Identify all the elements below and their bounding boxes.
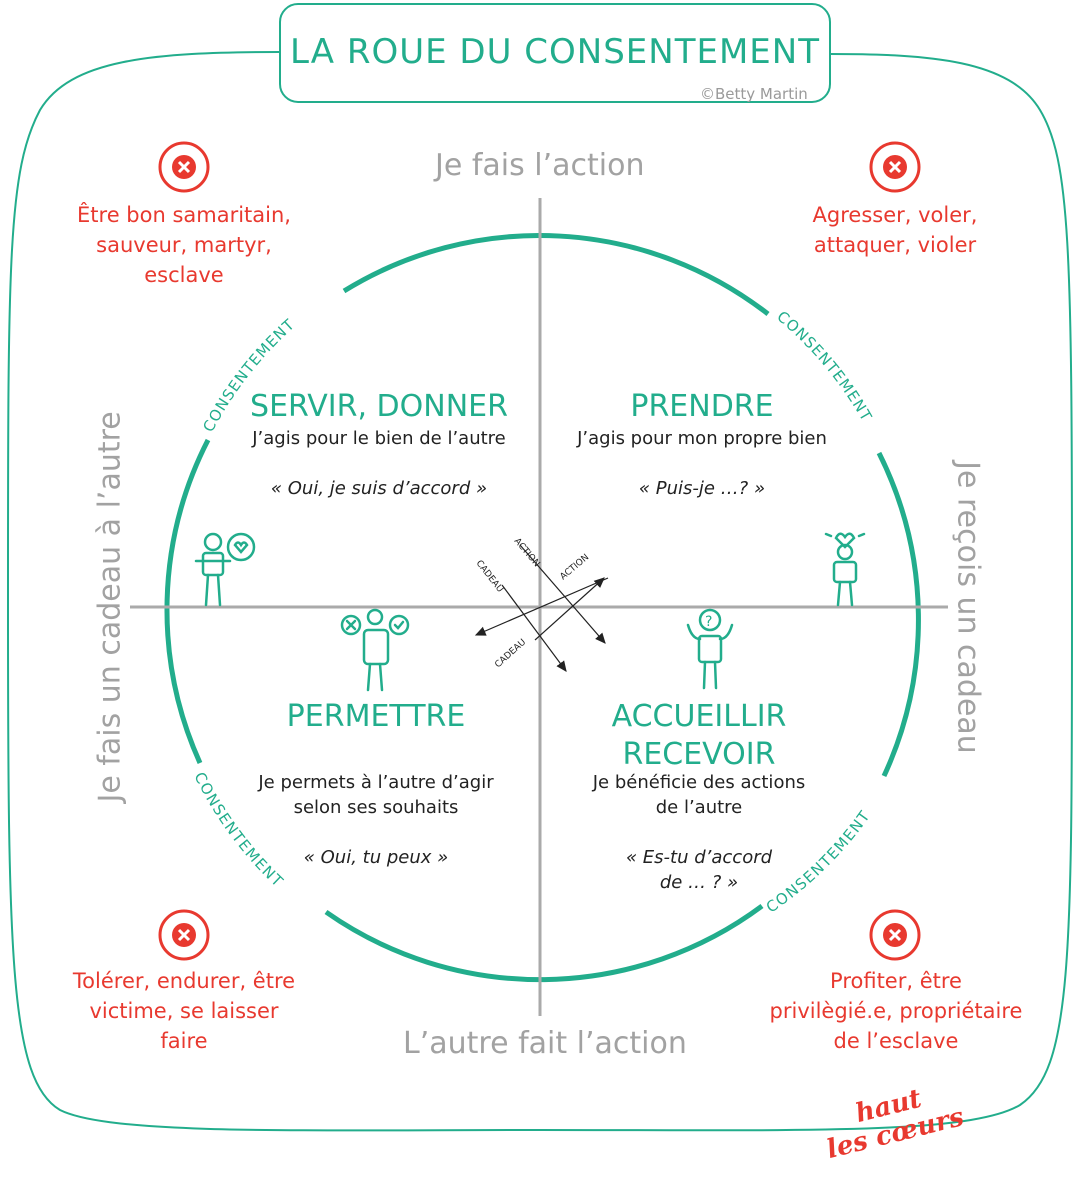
forbidden-icons [158, 141, 921, 961]
quadrant-receive: ACCUEILLIR RECEVOIR Je bénéficie des act… [592, 699, 806, 893]
consent-circle [164, 233, 921, 983]
quadrant-serve: SERVIR, DONNER J’agis pour le bien de l’… [250, 389, 508, 499]
credit: ©Betty Martin [700, 85, 808, 103]
x-icon-bottom-right [869, 909, 921, 961]
x-icon-top-right [869, 141, 921, 193]
figure-receiving-heart-icon [824, 532, 866, 607]
outer-frame [6, 51, 1074, 1132]
warning-top-left: Être bon samaritain,sauveur, martyr,escl… [77, 203, 291, 287]
arrow-label-cadeau-1: CADEAU [474, 559, 505, 595]
arrow-label-action-2: ACTION [559, 553, 592, 583]
quadrant-allow: PERMETTRE Je permets à l’autre d’agir se… [258, 699, 494, 868]
x-icon-bottom-left [158, 909, 210, 961]
axis-top-label: Je fais l’action [435, 148, 645, 183]
center-arrows [474, 544, 609, 672]
arrow-label-cadeau-2: CADEAU [493, 637, 528, 670]
figure-choosing-icon [340, 608, 410, 692]
axis-right-label: Je reçois un cadeau [950, 461, 986, 754]
warning-top-right: Agresser, voler,attaquer, violer [812, 203, 978, 257]
svg-text:?: ? [705, 614, 712, 630]
figure-giving-heart-icon [194, 532, 256, 607]
axis-left-label: Je fais un cadeau à l’autre [92, 411, 128, 803]
axis-bottom-label: L’autre fait l’action [403, 1026, 687, 1061]
page-title: LA ROUE DU CONSENTEMENT [290, 32, 820, 72]
x-icon-top-left [158, 141, 210, 193]
figure-questioning-icon: ? [686, 608, 734, 690]
title-box [279, 3, 831, 103]
arrow-label-action-1: ACTION [512, 537, 542, 570]
quadrant-take: PRENDRE J’agis pour mon propre bien « Pu… [577, 389, 827, 499]
